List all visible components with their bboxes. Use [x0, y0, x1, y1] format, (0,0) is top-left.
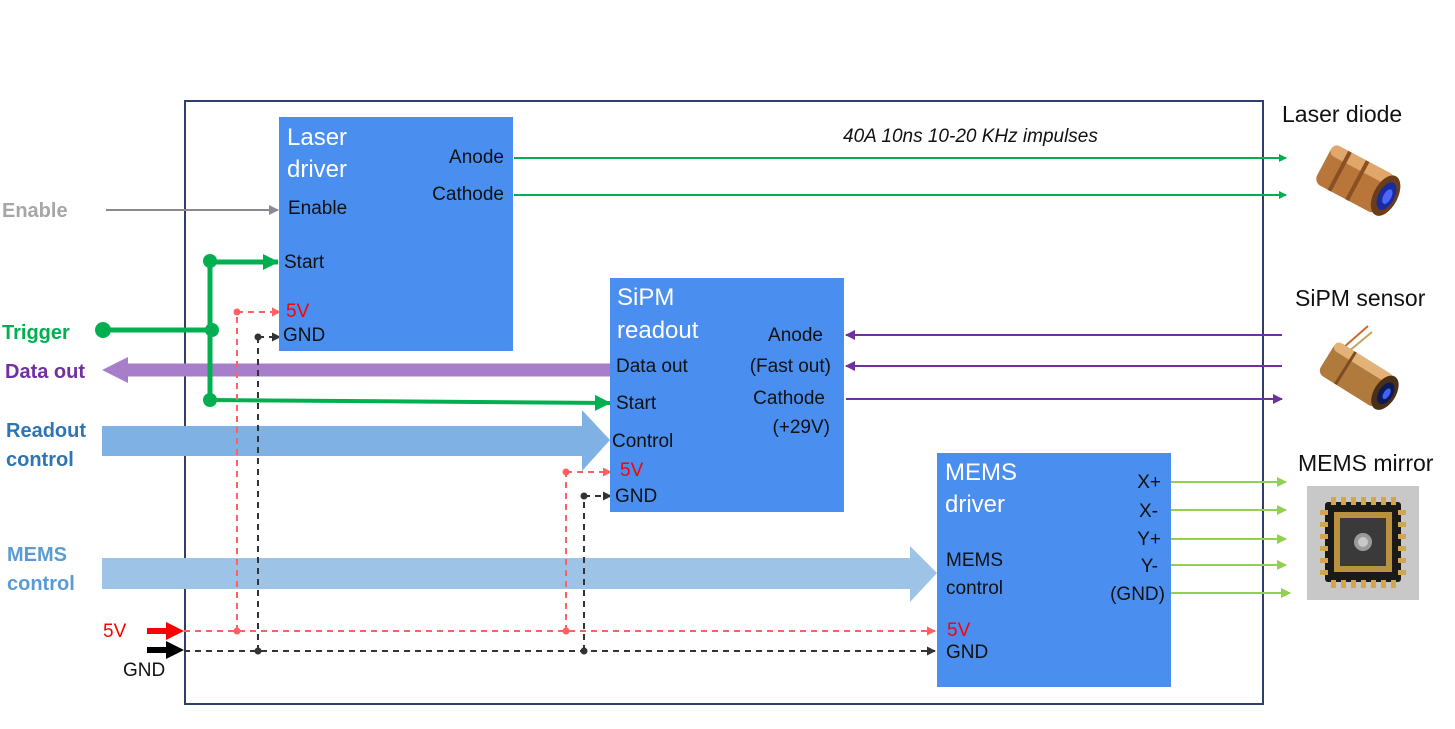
- laser-cathode-port: Cathode: [432, 184, 504, 205]
- sipm-data-out-port: Data out: [616, 356, 688, 377]
- laser-driver-title-line2: driver: [287, 156, 348, 183]
- mems-control-port-line2: control: [946, 578, 1004, 599]
- trigger-input-node: [95, 322, 111, 338]
- mems-control-arrow: [102, 546, 937, 602]
- sipm-anode-port: Anode: [768, 325, 823, 346]
- five-v-junction: [562, 627, 570, 635]
- mems-driver-block: MEMS driver X+ X- Y+ Y- (GND) MEMS contr…: [937, 453, 1171, 687]
- gnd-input-label: GND: [123, 660, 166, 681]
- gnd-junction: [580, 492, 588, 500]
- mems-control-label-line1: MEMS: [7, 544, 67, 566]
- trigger-junction: [205, 323, 219, 337]
- mems-y-minus-port: Y-: [1140, 556, 1158, 577]
- readout-control-label-line2: control: [6, 449, 74, 471]
- five-v-input-label: 5V: [103, 621, 127, 642]
- laser-5v-port: 5V: [286, 301, 310, 322]
- trigger-junction: [203, 254, 217, 268]
- sipm-control-port: Control: [612, 431, 674, 452]
- readout-control-label-line1: Readout: [6, 420, 86, 442]
- mems-mirror-label: MEMS mirror: [1298, 450, 1434, 476]
- gnd-input-arrowhead: [166, 641, 184, 659]
- enable-input-label: Enable: [2, 200, 68, 222]
- laser-diode-label: Laser diode: [1282, 101, 1403, 127]
- sipm-start-wire: [209, 394, 611, 411]
- system-frame: [184, 100, 1264, 705]
- sipm-readout-title-line1: SiPM: [617, 284, 675, 311]
- sipm-readout-block: SiPM readout Anode (Fast out) Cathode (+…: [610, 278, 844, 512]
- readout-control-arrow: [102, 410, 610, 471]
- five-v-junction: [233, 627, 241, 635]
- sipm-start-port: Start: [616, 393, 657, 414]
- mems-gnd-port: GND: [946, 642, 989, 663]
- sipm-5v-port: 5V: [620, 460, 644, 481]
- laser-start-port: Start: [284, 252, 325, 273]
- mems-y-plus-port: Y+: [1137, 529, 1161, 550]
- mems-control-label-line2: control: [7, 573, 75, 595]
- mems-driver-title-line2: driver: [945, 491, 1006, 518]
- laser-gnd-port: GND: [283, 325, 326, 346]
- five-v-junction: [233, 308, 241, 316]
- gnd-junction: [254, 647, 262, 655]
- laser-driver-block: Laser driver Anode Cathode Enable Start …: [279, 117, 513, 351]
- laser-diode-icon: [1316, 145, 1401, 216]
- five-v-input-arrowhead: [166, 622, 184, 640]
- laser-driver-title-line1: Laser: [287, 124, 348, 151]
- laser-enable-port: Enable: [288, 198, 348, 219]
- laser-anode-port: Anode: [449, 147, 504, 168]
- mems-x-plus-port: X+: [1137, 472, 1161, 493]
- mems-x-minus-port: X-: [1139, 501, 1158, 522]
- trigger-input-label: Trigger: [2, 322, 70, 344]
- sipm-sensor-icon: [1319, 325, 1399, 410]
- sipm-bias-port: (+29V): [772, 417, 830, 438]
- data-out-arrowhead: [102, 357, 128, 383]
- mems-5v-port: 5V: [947, 620, 971, 641]
- gnd-junction: [254, 333, 262, 341]
- mems-mirror-icon: [1307, 486, 1419, 600]
- sipm-readout-title-line2: readout: [617, 317, 699, 344]
- mems-driver-title-line1: MEMS: [945, 459, 1017, 486]
- sipm-sensor-label: SiPM sensor: [1295, 285, 1426, 311]
- sipm-fast-out-port: (Fast out): [749, 356, 831, 377]
- data-out-label: Data out: [5, 361, 85, 383]
- gnd-junction: [580, 647, 588, 655]
- pulse-annotation: 40A 10ns 10-20 KHz impulses: [843, 126, 1098, 147]
- sipm-cathode-port: Cathode: [753, 388, 825, 409]
- five-v-junction: [562, 468, 570, 476]
- trigger-junction: [203, 393, 217, 407]
- mems-control-port-line1: MEMS: [946, 550, 1003, 571]
- mems-gnd-out-port: (GND): [1110, 584, 1165, 605]
- sipm-gnd-port: GND: [615, 486, 658, 507]
